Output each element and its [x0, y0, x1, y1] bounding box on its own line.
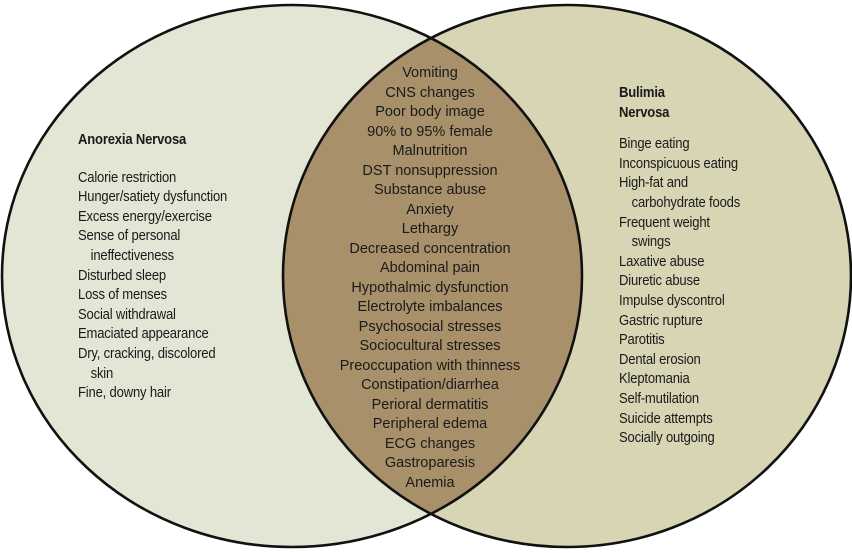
shared-symptom: Preoccupation with thinness [339, 357, 521, 374]
bulimia-symptom-text: Gastric rupture [619, 312, 703, 329]
shared-symptom: Anemia [405, 474, 455, 491]
bulimia-title-line1: Bulimia [619, 85, 665, 101]
bulimia-symptom-text: Suicide attempts [619, 410, 713, 427]
bulimia-symptom-text: Frequent weight [619, 214, 710, 231]
shared-symptom: ECG changes [384, 435, 476, 452]
anorexia-symptom-text: Social withdrawal [78, 306, 176, 323]
anorexia-symptom-text: Hunger/satiety dysfunction [78, 189, 228, 206]
bulimia-symptom: Binge eating [619, 135, 740, 155]
anorexia-symptom: Dry, cracking, discolored skin [78, 345, 227, 384]
anorexia-symptom: Social withdrawal [78, 306, 227, 326]
bulimia-title-line2: Nervosa [619, 104, 670, 121]
bulimia-symptom: Diuretic abuse [619, 272, 740, 292]
bulimia-symptom-text: Self-mutilation [619, 390, 699, 407]
shared-symptom: Constipation/diarrhea [361, 377, 499, 393]
shared-symptom: Gastroparesis [384, 455, 476, 471]
shared-symptom: DST nonsuppression [362, 162, 498, 179]
shared-symptom: 90% to 95% female [367, 123, 493, 140]
bulimia-symptom-text: Dental erosion [619, 351, 701, 368]
shared-symptom: Lethargy [401, 221, 459, 237]
bulimia-symptom: Self-mutilation [619, 390, 740, 410]
shared-symptom: Anxiety [406, 201, 454, 218]
bulimia-symptom: Kleptomania [619, 370, 740, 390]
anorexia-symptom: Emaciated appearance [78, 325, 227, 345]
bulimia-symptom-text: Diuretic abuse [619, 273, 700, 290]
shared-symptom: Vomiting [402, 65, 458, 81]
anorexia-symptom-text: Dry, cracking, discolored [78, 345, 216, 362]
anorexia-symptom-text: Sense of personal [78, 228, 181, 245]
anorexia-symptom: Excess energy/exercise [78, 208, 227, 228]
shared-symptom: Abdominal pain [380, 260, 480, 276]
anorexia-symptom: Sense of personal ineffectiveness [78, 227, 227, 266]
anorexia-symptom-text: Fine, downy hair [78, 385, 171, 402]
bulimia-symptom-text: Laxative abuse [619, 253, 705, 270]
shared-symptom: Electrolyte imbalances [357, 299, 503, 315]
bulimia-symptom-text: Socially outgoing [619, 430, 715, 447]
shared-symptom: Decreased concentration [349, 240, 511, 257]
anorexia-symptom: Calorie restriction [78, 169, 227, 189]
anorexia-symptom: Disturbed sleep [78, 267, 227, 287]
bulimia-symptom-text: Kleptomania [619, 371, 690, 388]
anorexia-symptom: Fine, downy hair [78, 384, 227, 404]
shared-symptom: Sociocultural stresses [359, 338, 501, 354]
bulimia-symptom-text: High-fat and [619, 175, 688, 192]
anorexia-symptom-text: Emaciated appearance [78, 326, 209, 343]
anorexia-title: Anorexia Nervosa [78, 132, 187, 148]
shared-symptom: CNS changes [385, 84, 475, 101]
bulimia-symptom: Dental erosion [619, 351, 740, 371]
anorexia-symptom: Hunger/satiety dysfunction [78, 188, 227, 208]
anorexia-symptom-text: Excess energy/exercise [78, 208, 212, 225]
bulimia-symptom-continuation: swings [631, 234, 671, 251]
anorexia-circle-outline [0, 3, 584, 549]
bulimia-symptom: Frequent weight swings [619, 214, 740, 253]
shared-symptom: Malnutrition [392, 143, 468, 159]
overlap-region [283, 5, 582, 547]
bulimia-symptom-text: Binge eating [619, 136, 690, 153]
shared-symptom: Poor body image [375, 104, 485, 120]
bulimia-symptom: Laxative abuse [619, 253, 740, 273]
bulimia-symptom-text: Parotitis [619, 332, 665, 349]
bulimia-circle-outline [281, 3, 852, 549]
bulimia-symptom-text: Impulse dyscontrol [619, 292, 725, 309]
anorexia-symptom-text: Disturbed sleep [78, 267, 166, 284]
anorexia-symptom-text: Loss of menses [78, 287, 167, 304]
anorexia-symptom-continuation: ineffectiveness [90, 247, 175, 264]
anorexia-symptom-text: Calorie restriction [78, 169, 177, 186]
anorexia-symptom: Loss of menses [78, 286, 227, 306]
bulimia-symptom: Gastric rupture [619, 312, 740, 332]
bulimia-symptom: Inconspicuous eating [619, 155, 740, 175]
bulimia-symptom: High-fat and carbohydrate foods [619, 174, 740, 213]
anorexia-symptom-continuation: skin [90, 365, 114, 382]
bulimia-symptom-continuation: carbohydrate foods [631, 194, 741, 211]
bulimia-symptom: Impulse dyscontrol [619, 292, 740, 312]
shared-symptom: Substance abuse [373, 182, 487, 198]
shared-symptom: Peripheral edema [372, 416, 488, 432]
bulimia-symptom: Suicide attempts [619, 410, 740, 430]
bulimia-symptom: Socially outgoing [619, 429, 740, 449]
bulimia-symptom: Parotitis [619, 331, 740, 351]
shared-symptom: Psychosocial stresses [358, 318, 502, 335]
bulimia-symptom-text: Inconspicuous eating [619, 155, 739, 172]
shared-symptom: Hypothalmic dysfunction [351, 279, 509, 296]
bulimia-title: Bulimia Nervosa [619, 84, 740, 123]
shared-symptom: Perioral dermatitis [371, 396, 489, 413]
